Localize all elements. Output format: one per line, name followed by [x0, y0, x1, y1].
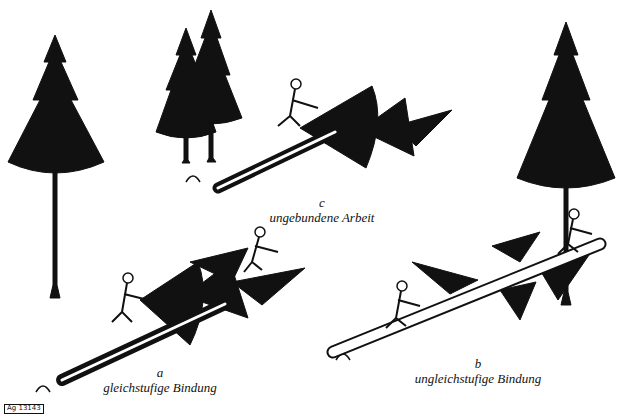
- scene-a: [255, 227, 265, 237]
- scene-a: [232, 268, 305, 305]
- scene-b: [492, 232, 540, 262]
- plate-number: Ag 13143: [4, 404, 44, 414]
- scene-c: [218, 132, 335, 188]
- stump-symbol: [36, 386, 50, 392]
- scene-caption: ungebundene Arbeit: [270, 211, 375, 225]
- scene-b: [333, 244, 600, 352]
- scene-letter: c: [319, 196, 325, 210]
- scene-b: [397, 281, 407, 291]
- scene-a: [190, 248, 248, 282]
- scene-caption: gleichstufige Bindung: [103, 381, 217, 395]
- scene-c: [218, 132, 335, 188]
- scene-a: [62, 304, 225, 380]
- scene-caption: ungleichstufige Bindung: [415, 372, 542, 386]
- scene-b: [386, 291, 420, 328]
- scene-a: [62, 304, 225, 380]
- spruce-tree: [8, 35, 104, 298]
- scene-b: [569, 209, 579, 219]
- spruce-tree: [207, 122, 216, 162]
- scene-c: [395, 110, 452, 146]
- stump-symbol: [36, 176, 350, 392]
- spruce-tree: [517, 22, 615, 188]
- scene-a: [244, 237, 278, 272]
- spruce-tree: [50, 170, 60, 298]
- scene-b: [333, 244, 600, 352]
- spruce-tree: [156, 10, 242, 163]
- scene-a: [62, 227, 305, 380]
- scene-b: [412, 262, 478, 294]
- spruce-tree: [180, 10, 242, 124]
- scene-a: [123, 273, 133, 283]
- spruce-tree: [182, 136, 190, 163]
- scene-b: [558, 219, 592, 254]
- spruce-tree: [8, 35, 104, 173]
- scene-letter: a: [157, 366, 164, 380]
- scene-b: [333, 209, 600, 352]
- scene-a: [112, 283, 148, 322]
- scene-letter: b: [475, 357, 482, 371]
- stump-symbol: [186, 176, 200, 182]
- scene-c: [291, 79, 301, 89]
- scene-c: [218, 79, 452, 188]
- scene-c: [278, 89, 318, 126]
